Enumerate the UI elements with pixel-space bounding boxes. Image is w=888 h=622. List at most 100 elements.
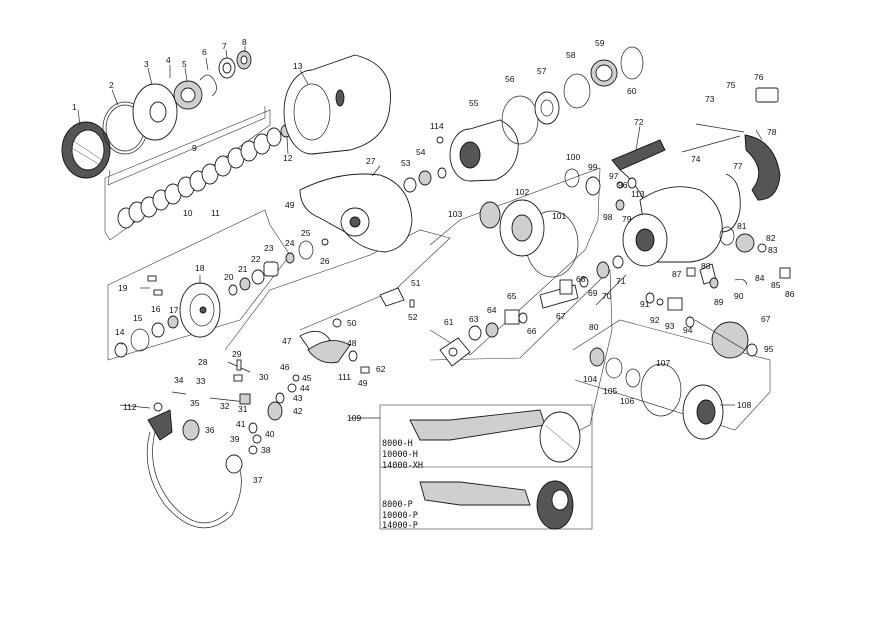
part-label-96: 96	[618, 180, 628, 190]
part-label-105: 105	[603, 386, 617, 396]
part-label-64: 64	[487, 305, 497, 315]
part-label-70: 70	[602, 291, 612, 301]
model-h-2: 10000-H	[382, 450, 418, 460]
part-label-20: 20	[224, 272, 234, 282]
part-label-26: 26	[320, 256, 330, 266]
part-label-19: 19	[118, 283, 128, 293]
part-label-74: 74	[691, 154, 701, 164]
part-label-78: 78	[767, 127, 777, 137]
part-label-62: 62	[376, 364, 386, 374]
part-label-33: 33	[196, 376, 206, 386]
part-label-30: 30	[259, 372, 269, 382]
part-label-69: 69	[588, 288, 598, 298]
part-label-77: 77	[733, 161, 743, 171]
part-label-34: 34	[174, 375, 184, 385]
part-label-67b: 67	[761, 314, 771, 324]
part-label-35: 35	[190, 398, 200, 408]
part-label-71: 71	[616, 276, 626, 286]
part-label-12: 12	[283, 153, 293, 163]
part-label-97: 97	[609, 171, 619, 181]
part-label-10: 10	[183, 208, 193, 218]
part-label-6: 6	[202, 47, 207, 57]
part-label-93: 93	[665, 321, 675, 331]
part-label-40: 40	[265, 429, 275, 439]
part-label-14: 14	[115, 327, 125, 337]
part-label-111: 111	[338, 372, 351, 382]
part-label-94: 94	[683, 325, 693, 335]
part-label-8: 8	[242, 37, 247, 47]
part-label-16: 16	[151, 304, 161, 314]
part-label-68: 68	[576, 274, 586, 284]
part-label-80: 80	[589, 322, 599, 332]
part-label-114: 114	[430, 121, 444, 131]
part-label-89: 89	[714, 297, 724, 307]
part-label-28: 28	[198, 357, 208, 367]
drag-washers	[117, 127, 282, 229]
part-label-5: 5	[182, 59, 187, 69]
part-label-42: 42	[293, 406, 303, 416]
part-label-112: 112	[123, 402, 137, 412]
part-label-59: 59	[595, 38, 605, 48]
part-label-49a: 49	[285, 200, 295, 210]
part-label-72: 72	[634, 117, 644, 127]
part-label-58: 58	[566, 50, 576, 60]
part-label-3: 3	[144, 59, 149, 69]
part-label-90: 90	[734, 291, 744, 301]
part-label-24: 24	[285, 238, 295, 248]
part-label-18: 18	[195, 263, 205, 273]
part-label-1: 1	[72, 102, 77, 112]
part-labels: 1 2 3 4 5 6 7 8 9 10 11 12 13 14 15 16 1…	[72, 37, 795, 485]
part-label-47: 47	[282, 336, 292, 346]
part-label-86: 86	[785, 289, 795, 299]
part-label-49b: 49	[358, 378, 368, 388]
part-label-36: 36	[205, 425, 215, 435]
part-label-104: 104	[583, 374, 597, 384]
part-label-83: 83	[768, 245, 778, 255]
part-label-79: 79	[622, 214, 632, 224]
part-label-41: 41	[236, 419, 246, 429]
part-label-92: 92	[650, 315, 660, 325]
part-label-7: 7	[222, 41, 227, 51]
part-label-98: 98	[603, 212, 613, 222]
part-label-100: 100	[566, 152, 580, 162]
part-label-99: 99	[588, 162, 598, 172]
part-label-23: 23	[264, 243, 274, 253]
part-label-65: 65	[507, 291, 517, 301]
part-label-55: 55	[469, 98, 479, 108]
part-label-31: 31	[238, 404, 248, 414]
model-p-2: 10000-P	[382, 511, 418, 521]
group-boxes	[104, 106, 771, 530]
part-label-87: 87	[672, 269, 682, 279]
part-label-54: 54	[416, 147, 426, 157]
part-label-61: 61	[444, 317, 454, 327]
part-label-57: 57	[537, 66, 547, 76]
part-label-82: 82	[766, 233, 776, 243]
handle-h-type	[409, 409, 581, 463]
part-label-4: 4	[166, 55, 171, 65]
part-label-103: 103	[448, 209, 462, 219]
part-label-50: 50	[347, 318, 357, 328]
part-label-81: 81	[737, 221, 747, 231]
part-label-95: 95	[764, 344, 774, 354]
part-label-63: 63	[469, 314, 479, 324]
part-label-106: 106	[620, 396, 634, 406]
part-label-101: 101	[552, 211, 566, 221]
part-label-91: 91	[640, 299, 650, 309]
model-h-1: 8000-H	[382, 439, 413, 449]
part-drawings	[61, 46, 791, 530]
part-label-15: 15	[133, 313, 143, 323]
part-label-9: 9	[192, 143, 197, 153]
part-label-39: 39	[230, 434, 240, 444]
part-label-52: 52	[408, 312, 418, 322]
part-label-85: 85	[771, 280, 781, 290]
part-label-45: 45	[302, 373, 312, 383]
part-label-27: 27	[366, 156, 376, 166]
part-label-32: 32	[220, 401, 230, 411]
part-label-13: 13	[293, 61, 303, 71]
model-p-1: 8000-P	[382, 500, 413, 510]
part-label-75: 75	[726, 80, 736, 90]
part-label-43: 43	[293, 393, 303, 403]
part-label-11: 11	[211, 208, 220, 218]
part-label-56: 56	[505, 74, 515, 84]
